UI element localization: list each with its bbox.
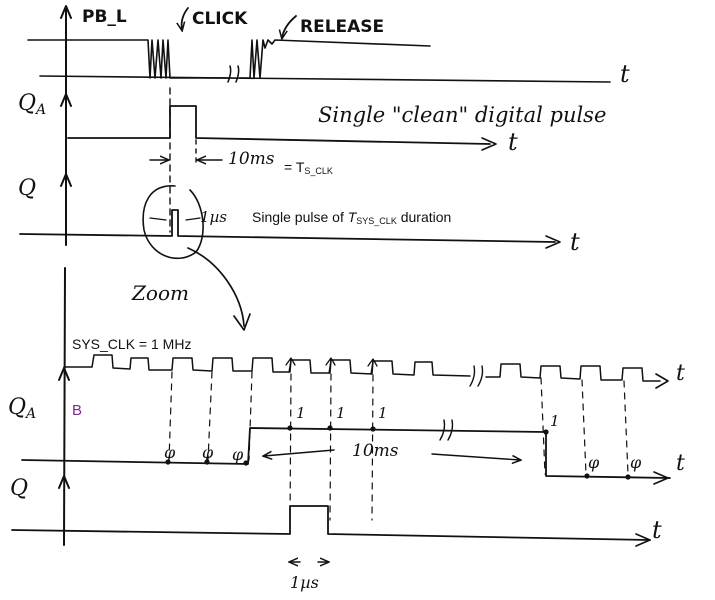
click-arrow — [182, 7, 189, 30]
q-short-pulse — [19, 209, 556, 243]
equals-ts-main: = T — [284, 159, 305, 175]
clk-edge-arrow-2 — [325, 357, 336, 374]
q-label-top: Q — [18, 176, 36, 201]
sample-dot-9 — [625, 474, 631, 480]
qa-label-main: Q — [18, 91, 36, 116]
ten-ms-lower-arrow-left — [264, 449, 335, 456]
sys-clk-label: SYS_CLK = 1 MHz — [72, 336, 191, 352]
qa-axis-arrowhead-right — [481, 137, 497, 151]
q-axis-arrowhead — [60, 173, 72, 187]
lower-vertical-axis — [63, 267, 66, 546]
zoom-label: Zoom — [131, 281, 189, 305]
t-axis-6-label: t — [652, 516, 662, 544]
sample-line-1 — [168, 371, 173, 461]
t-axis-1 — [39, 75, 611, 83]
t-axis-4-label: t — [676, 361, 685, 386]
sample-line-4 — [289, 373, 292, 521]
single-pulse-T: T — [348, 209, 358, 225]
b-label: B — [72, 402, 82, 419]
single-pulse-sub: SYS_CLK — [356, 216, 397, 226]
ten-ms-lower-arrow-right — [431, 453, 520, 460]
qa-pulse — [67, 105, 491, 145]
sample-dot-2 — [204, 459, 210, 465]
sys-clk-break — [469, 365, 484, 387]
sample-dot-5 — [327, 425, 333, 431]
sample-line-8 — [581, 379, 587, 475]
t-axis-6-arrowhead — [635, 533, 651, 547]
pb-l-label: PB_L — [82, 7, 127, 27]
one-us-ticks — [149, 217, 201, 221]
sys-clk-waveform — [63, 354, 661, 382]
lower-axis-arrowhead-1 — [58, 367, 70, 381]
top-axis-arrowhead — [60, 5, 72, 19]
t-axis-3-arrowhead — [545, 235, 561, 249]
one-us-lower-label: 1µs — [290, 573, 319, 592]
sample-dot-8 — [584, 473, 590, 479]
sample-line-6 — [371, 374, 374, 521]
single-pulse-suffix: duration — [397, 209, 451, 225]
zoom-arrow-head — [233, 313, 251, 331]
single-clean-pulse-label: Single "clean" digital pulse — [318, 103, 606, 127]
t-axis-3-label: t — [570, 228, 580, 256]
click-label: CLICK — [192, 9, 248, 29]
sample-one-1: 1 — [296, 404, 306, 422]
qa-lower-sub: A — [24, 406, 36, 422]
pb-l-waveform — [27, 39, 431, 79]
t-axis-1-label: t — [620, 60, 630, 88]
q-lower-pulse — [11, 505, 651, 541]
sample-dot-3 — [243, 460, 249, 466]
sample-dot-4 — [287, 425, 293, 431]
qa-label: QA — [18, 91, 46, 118]
t-axis-5-label: t — [676, 451, 685, 476]
ts-sub: S_CLK — [304, 166, 333, 176]
single-pulse-prefix: Single pulse of — [252, 209, 348, 225]
q-lower-label: Q — [10, 476, 28, 501]
release-label: RELEASE — [300, 17, 384, 37]
sample-line-7 — [540, 377, 546, 475]
sample-line-3 — [248, 371, 253, 461]
sample-line-9 — [623, 380, 629, 475]
sample-one-3: 1 — [378, 404, 388, 422]
sample-one-2: 1 — [336, 404, 346, 422]
t-axis-5-arrowhead — [653, 471, 669, 485]
qa-axis-arrowhead — [60, 93, 72, 107]
sample-zero-2: φ — [202, 443, 214, 462]
equals-ts-label: = TS_CLK — [284, 159, 333, 176]
one-us-label: 1µs — [200, 208, 227, 226]
t-axis-2-label: t — [508, 128, 518, 156]
ten-ms-lower-label: 10ms — [352, 441, 399, 461]
single-pulse-duration-label: Single pulse of TSYS_CLK duration — [252, 209, 451, 226]
sample-zero-5: φ — [630, 453, 642, 472]
qa-lower-waveform — [21, 427, 671, 479]
qa-lower-main: Q — [8, 395, 26, 420]
zoom-circle — [142, 185, 204, 260]
sample-line-2 — [207, 371, 213, 461]
qa-lower-break — [439, 419, 454, 441]
sample-zero-4: φ — [588, 453, 600, 472]
ten-ms-label: 10ms — [228, 149, 275, 169]
sample-zero-1: φ — [164, 443, 176, 462]
clk-edge-arrow-3 — [367, 358, 378, 375]
sample-zero-3: φ — [232, 445, 244, 464]
sample-one-4: 1 — [550, 412, 560, 430]
sample-line-5 — [329, 373, 332, 521]
sample-dot-7 — [543, 429, 549, 435]
zoom-arrow-line — [187, 247, 245, 327]
sample-dot-1 — [165, 459, 171, 465]
pb-l-break — [227, 65, 240, 83]
lower-axis-arrowhead-2 — [58, 475, 70, 489]
clk-edge-arrow-1 — [285, 357, 296, 373]
t-axis-4-arrowhead — [655, 373, 669, 389]
release-arrow — [282, 15, 297, 38]
qa-label-sub: A — [34, 102, 46, 118]
qa-lower-label: QA — [8, 395, 36, 422]
